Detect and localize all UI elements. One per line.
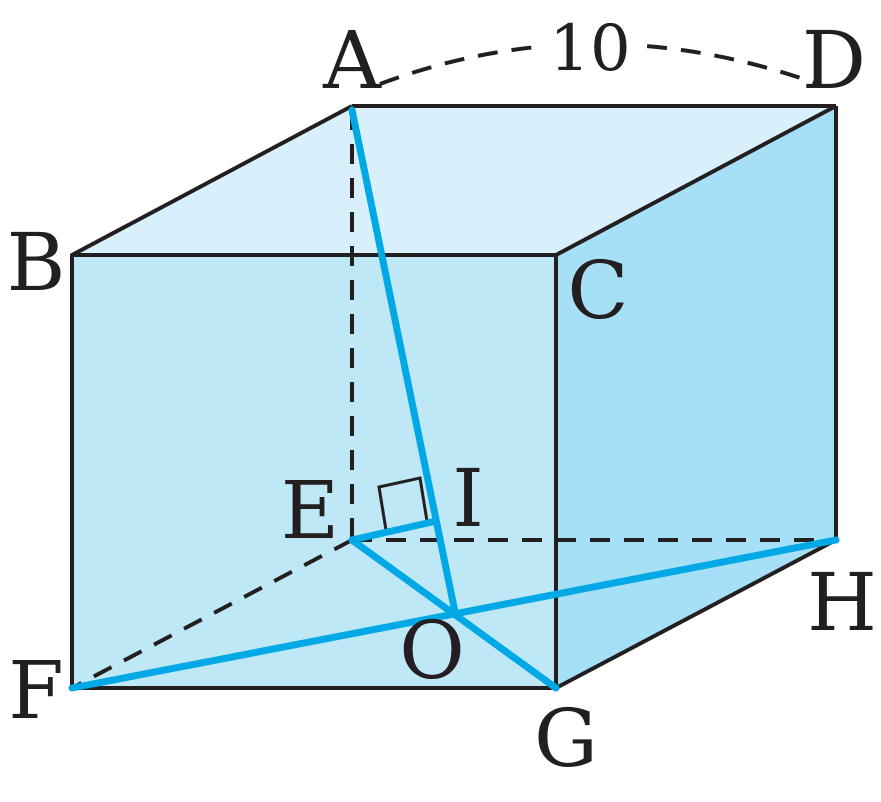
vertex-label-H: H bbox=[807, 556, 877, 649]
vertex-label-B: B bbox=[7, 216, 66, 309]
face-right bbox=[556, 106, 836, 688]
right-angle-marker bbox=[377, 476, 429, 531]
vertex-label-E: E bbox=[281, 464, 339, 557]
edge-BA bbox=[71, 104, 353, 257]
face-front bbox=[72, 255, 556, 688]
dimension-label: 10 bbox=[549, 12, 630, 86]
point-label-O: O bbox=[399, 604, 465, 697]
vertex-label-D: D bbox=[802, 14, 866, 107]
edge-CD bbox=[555, 104, 837, 257]
segment-EI bbox=[348, 518, 436, 544]
vertex-label-A: A bbox=[322, 14, 382, 107]
point-label-I: I bbox=[452, 452, 484, 545]
edge-GH bbox=[555, 538, 837, 690]
segment-EG bbox=[348, 536, 560, 692]
edge-EF-hidden bbox=[71, 538, 353, 690]
face-top bbox=[72, 106, 836, 255]
segment-AO bbox=[348, 106, 459, 616]
dimension-label-mask bbox=[540, 4, 640, 80]
vertex-label-C: C bbox=[567, 244, 628, 337]
vertex-label-F: F bbox=[8, 644, 64, 737]
vertex-label-G: G bbox=[534, 692, 598, 785]
